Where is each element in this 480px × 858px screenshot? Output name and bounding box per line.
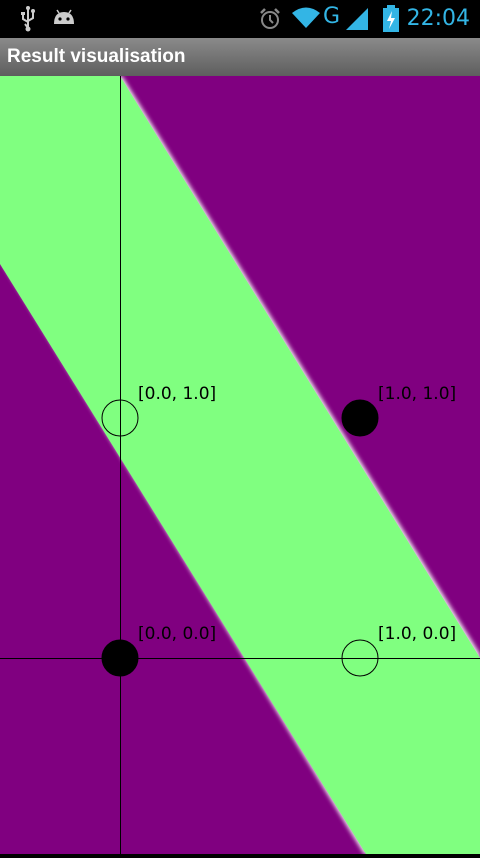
signal-icon bbox=[346, 8, 368, 30]
point-label: [0.0, 0.0] bbox=[138, 624, 216, 644]
wifi-icon bbox=[292, 7, 320, 28]
usb-icon bbox=[21, 6, 35, 32]
filled-point-marker bbox=[341, 399, 379, 437]
page-title: Result visualisation bbox=[7, 46, 186, 67]
filled-point-marker bbox=[101, 639, 139, 677]
clock-time: 22:04 bbox=[406, 6, 470, 31]
point-label: [1.0, 0.0] bbox=[378, 624, 456, 644]
hollow-point-marker bbox=[341, 639, 379, 677]
app-title-bar: Result visualisation bbox=[0, 38, 480, 77]
point-label: [1.0, 1.0] bbox=[378, 384, 456, 404]
network-type-label: G bbox=[323, 4, 341, 29]
hollow-point-marker bbox=[101, 399, 139, 437]
result-visualisation-canvas: [0.0, 1.0] [1.0, 1.0] [0.0, 0.0] [1.0, 0.0] bbox=[0, 76, 480, 854]
android-debug-icon bbox=[54, 9, 74, 24]
point-label: [0.0, 1.0] bbox=[138, 384, 216, 404]
status-bar: G 22:04 bbox=[0, 0, 480, 38]
battery-charging-icon bbox=[383, 5, 399, 32]
alarm-icon bbox=[260, 8, 280, 29]
points-layer: [0.0, 1.0] [1.0, 1.0] [0.0, 0.0] [1.0, 0.0] bbox=[101, 384, 456, 677]
